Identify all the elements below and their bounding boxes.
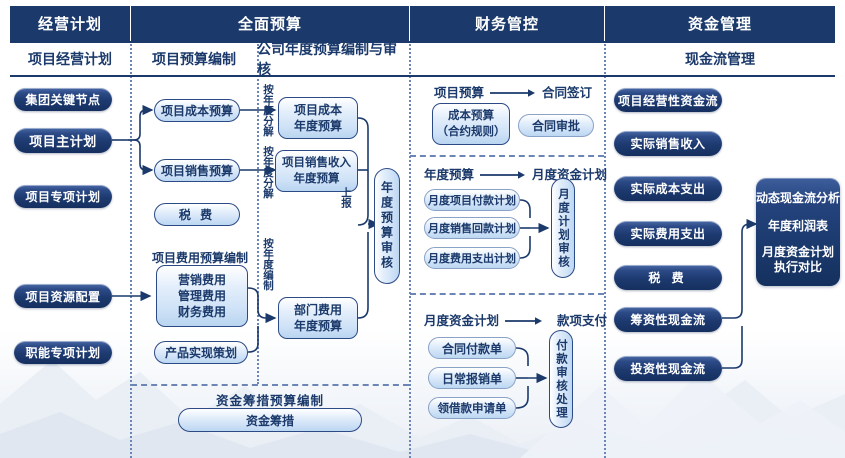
expense-line-0: 营销费用: [177, 273, 226, 287]
annual-box-sales[interactable]: 项目销售收入 年度预算: [275, 150, 358, 192]
contract-approval-item[interactable]: 合同审批: [518, 114, 594, 137]
cost-budget-line1: 成本预算: [448, 110, 494, 122]
divider-col-4: [604, 44, 606, 458]
cashflow-item-3[interactable]: 实际费用支出: [614, 221, 722, 246]
plan-item-0[interactable]: 集团关键节点: [14, 88, 112, 111]
payment-item-1[interactable]: 日常报销单: [428, 367, 516, 389]
fin-flow-caption-3: 月度资金计划 款项支付: [424, 310, 607, 329]
subtitle-cashflow: 现金流管理: [685, 51, 755, 67]
annual-budget-review[interactable]: 年度预算审核: [374, 168, 400, 284]
payment-review-process[interactable]: 付款审核处理: [549, 330, 573, 428]
header-sep-3: [604, 6, 605, 41]
expense-line-2: 财务费用: [177, 305, 226, 319]
cashflow-analysis-box[interactable]: 动态现金流分析 年度利润表 月度资金计划 执行对比: [756, 178, 840, 286]
subtitle-budget-prep: 项目预算编制: [152, 51, 236, 67]
divider-col-2: [257, 44, 259, 384]
annual-box-cost-line1: 项目成本: [293, 103, 342, 117]
note-yearly-split-2: 按年度分解: [262, 146, 274, 199]
analysis-line-1: 动态现金流分析: [756, 191, 841, 205]
plan-item-4[interactable]: 职能专项计划: [14, 341, 112, 364]
fin-flow-from-2: 年度预算: [424, 168, 475, 182]
fin-flow-from-1: 项目预算: [434, 86, 485, 100]
cashflow-item-6[interactable]: 投资性现金流: [614, 356, 722, 381]
header-col-3: 财务管控: [474, 16, 539, 33]
annual-box-cost[interactable]: 项目成本 年度预算: [278, 97, 358, 139]
arrow-right-icon-2: [480, 169, 526, 179]
annual-box-sales-line1: 项目销售收入: [282, 157, 351, 169]
arrow-right-icon-1: [490, 87, 536, 97]
plan-item-1[interactable]: 项目主计划: [14, 128, 112, 153]
fin-flow-from-3: 月度资金计划: [424, 314, 500, 328]
header-rule-bottom: [10, 75, 835, 77]
cashflow-item-5[interactable]: 筹资性现金流: [614, 307, 722, 332]
plan-item-3[interactable]: 项目资源配置: [14, 284, 112, 308]
divider-col-3: [409, 44, 411, 458]
monthly-item-1[interactable]: 月度销售回款计划: [424, 217, 520, 239]
expense-group-box[interactable]: 营销费用 管理费用 财务费用: [156, 265, 248, 327]
divider-funding-top: [131, 384, 409, 386]
budget-item-tax[interactable]: 税 费: [154, 203, 240, 226]
divider-col-1: [130, 44, 132, 458]
subtitle-plan: 项目经营计划: [28, 51, 112, 67]
header-band: [10, 6, 835, 41]
fin-flow-caption-2: 年度预算 月度资金计划: [424, 164, 607, 183]
divider-fin-2: [410, 293, 604, 295]
payment-item-0[interactable]: 合同付款单: [428, 337, 516, 359]
note-yearly-split-1: 按年度分解: [262, 84, 274, 137]
cashflow-item-4[interactable]: 税 费: [614, 265, 722, 290]
annual-box-sales-line2: 年度预算: [293, 173, 340, 185]
fin-flow-caption-1: 项目预算 合同签订: [434, 82, 592, 101]
annual-box-cost-line2: 年度预算: [293, 119, 342, 133]
cost-budget-rule-box[interactable]: 成本预算 （合约规则）: [432, 103, 510, 145]
header-col-1: 经营计划: [37, 16, 102, 33]
header-col-2: 全面预算: [237, 16, 302, 33]
funding-group-caption: 资金筹措预算编制: [215, 393, 324, 408]
budget-item-sales[interactable]: 项目销售预算: [154, 159, 240, 182]
analysis-line-2: 年度利润表: [767, 219, 828, 233]
plan-item-2[interactable]: 项目专项计划: [14, 185, 112, 208]
cashflow-item-0[interactable]: 项目经营性资金流: [614, 88, 722, 112]
note-submit: 上报: [340, 187, 352, 208]
fin-flow-to-3: 款项支付: [557, 314, 608, 328]
cashflow-item-1[interactable]: 实际销售收入: [614, 131, 722, 156]
mountain-watermark: [0, 360, 845, 458]
arrow-right-icon-3: [505, 315, 551, 325]
annual-box-dept[interactable]: 部门费用 年度预算: [278, 297, 358, 339]
analysis-line-3: 月度资金计划: [761, 245, 834, 259]
analysis-line-3-4: 月度资金计划 执行对比: [762, 245, 834, 275]
fin-flow-to-1: 合同签订: [542, 86, 593, 100]
divider-fin-1: [410, 155, 604, 157]
annual-box-dept-line2: 年度预算: [293, 319, 342, 333]
header-sep-1: [130, 6, 131, 41]
subtitle-annual-budget: 公司年度预算编制与审核: [257, 41, 397, 77]
product-plan-item[interactable]: 产品实现策划: [154, 341, 248, 364]
cost-budget-line2: （合约规则）: [436, 126, 506, 138]
header-rule-top: [10, 41, 835, 43]
monthly-plan-review[interactable]: 月度计划审核: [551, 178, 575, 278]
monthly-item-2[interactable]: 月度费用支出计划: [424, 247, 520, 269]
analysis-line-4: 执行对比: [773, 260, 822, 274]
budget-item-cost[interactable]: 项目成本预算: [154, 99, 240, 122]
header-col-4: 资金管理: [687, 16, 752, 33]
header-sep-2: [409, 6, 410, 41]
monthly-item-0[interactable]: 月度项目付款计划: [424, 189, 520, 211]
fin-flow-to-2: 月度资金计划: [532, 168, 608, 182]
cashflow-item-2[interactable]: 实际成本支出: [614, 176, 722, 201]
expense-group-caption: 项目费用预算编制: [151, 250, 248, 265]
annual-box-dept-line1: 部门费用: [293, 303, 342, 317]
expense-line-1: 管理费用: [177, 289, 226, 303]
payment-item-2[interactable]: 领借款申请单: [428, 397, 516, 419]
note-yearly-compile: 按年度编制: [262, 238, 274, 291]
funding-item[interactable]: 资金筹措: [178, 408, 362, 432]
